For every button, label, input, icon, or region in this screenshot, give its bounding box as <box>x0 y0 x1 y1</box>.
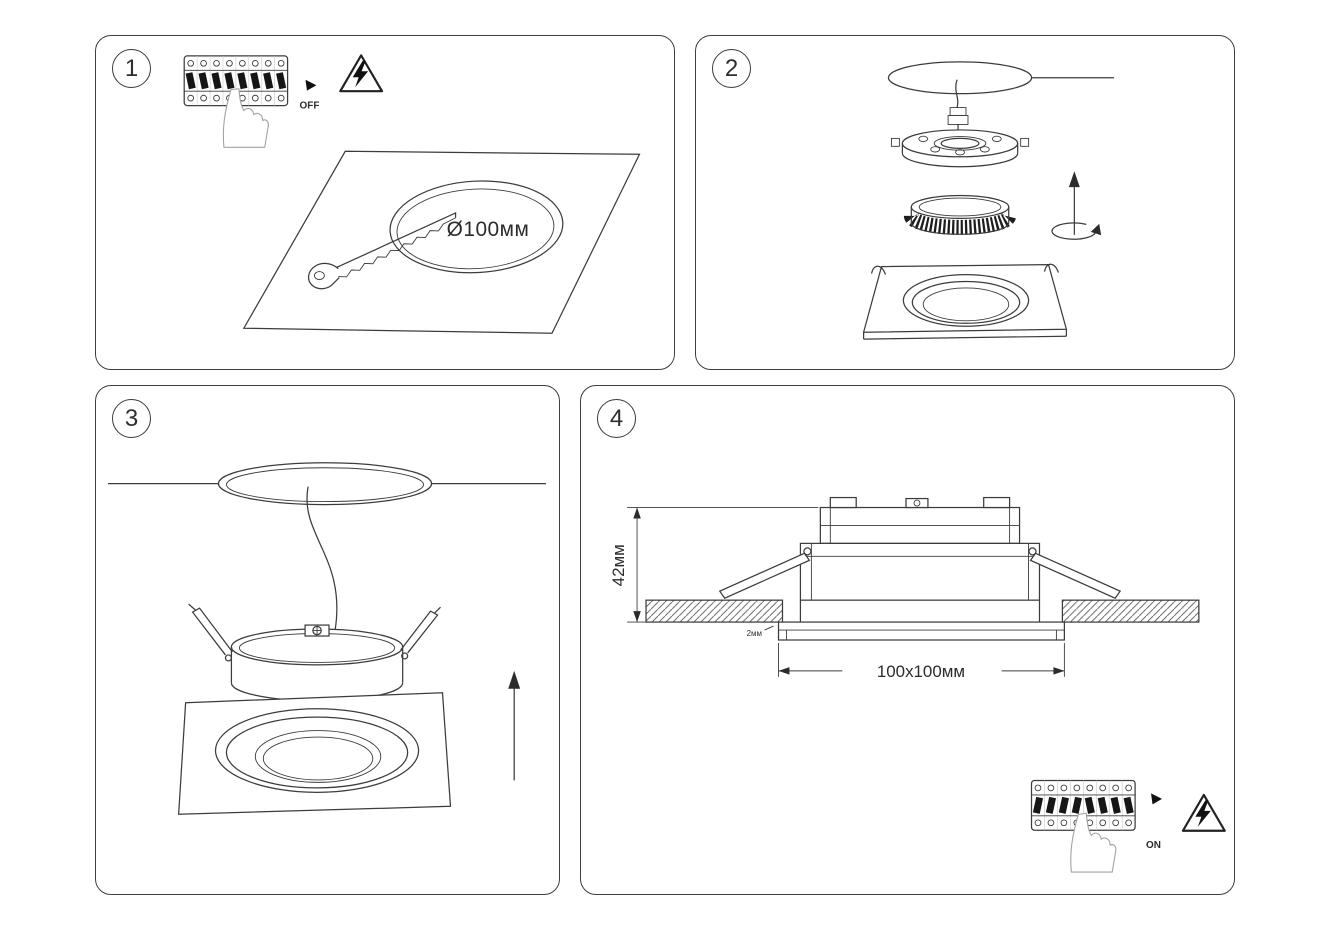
step-1-panel: 1 Ø100мм <box>95 35 675 370</box>
push-up-arrow-icon <box>508 670 521 781</box>
step-3-number: 3 <box>112 399 151 438</box>
square-trim-illustration <box>862 263 1068 340</box>
supply-cable <box>306 486 338 632</box>
spring-clips <box>188 603 441 662</box>
spring-clips <box>718 547 1122 599</box>
square-trim-illustration <box>177 692 452 815</box>
switch-direction-arrow-icon <box>1151 793 1162 805</box>
keyhole-saw-illustration <box>307 211 457 290</box>
breaker-toggles <box>1032 796 1134 814</box>
recess-depth-label: 42мм <box>609 544 628 586</box>
height-dimension: 42мм <box>609 507 819 623</box>
pointing-hand-icon <box>222 88 269 148</box>
ceiling-section-hatched <box>645 599 1200 623</box>
step-4-number: 4 <box>597 399 636 438</box>
step-4-panel: 4 <box>580 385 1235 895</box>
step-1-number: 1 <box>112 49 151 88</box>
circuit-breaker-on-illustration <box>1030 779 1136 873</box>
breaker-screws-top <box>187 60 285 67</box>
ceiling-sheet-illustration <box>242 150 641 334</box>
breaker-module-separators <box>196 55 275 106</box>
cutout-dimension: 100x100мм <box>778 642 1065 681</box>
rotate-arrow-icon <box>1051 171 1102 240</box>
ceiling-hole-illustration <box>107 462 547 506</box>
mounting-ring-illustration <box>890 129 1030 168</box>
hole-diameter-label: Ø100мм <box>447 218 530 241</box>
breaker-on-label: ON <box>1146 840 1161 851</box>
fixture-cross-section <box>799 496 1041 623</box>
step-2-panel: 2 <box>695 35 1235 370</box>
cutout-size-label: 100x100мм <box>877 662 965 681</box>
trim-gap-label: 2мм <box>747 629 762 638</box>
breaker-toggles <box>185 72 287 90</box>
electric-warning-icon <box>1181 793 1226 832</box>
breaker-off-label: OFF <box>300 101 320 112</box>
fixture-body-illustration <box>230 624 404 702</box>
switch-direction-arrow-icon <box>305 79 317 91</box>
ceiling-hole-illustration <box>887 61 1115 131</box>
lamp-illustration <box>903 194 1017 235</box>
step-3-drawing <box>107 462 547 815</box>
electric-warning-icon <box>339 54 384 93</box>
step-3-panel: 3 <box>95 385 560 895</box>
trim-cross-section <box>777 621 1066 641</box>
circuit-breaker-off-illustration <box>183 55 289 148</box>
step-2-drawing <box>862 61 1115 340</box>
trim-gap-dimension: 2мм <box>747 625 774 638</box>
step-4-drawing: 42мм 100x100мм 2мм <box>609 496 1226 873</box>
step-1-drawing: Ø100мм <box>183 54 641 334</box>
pointing-hand-icon <box>1070 812 1117 873</box>
breaker-screws-top <box>1034 784 1132 792</box>
step-2-number: 2 <box>712 49 751 88</box>
